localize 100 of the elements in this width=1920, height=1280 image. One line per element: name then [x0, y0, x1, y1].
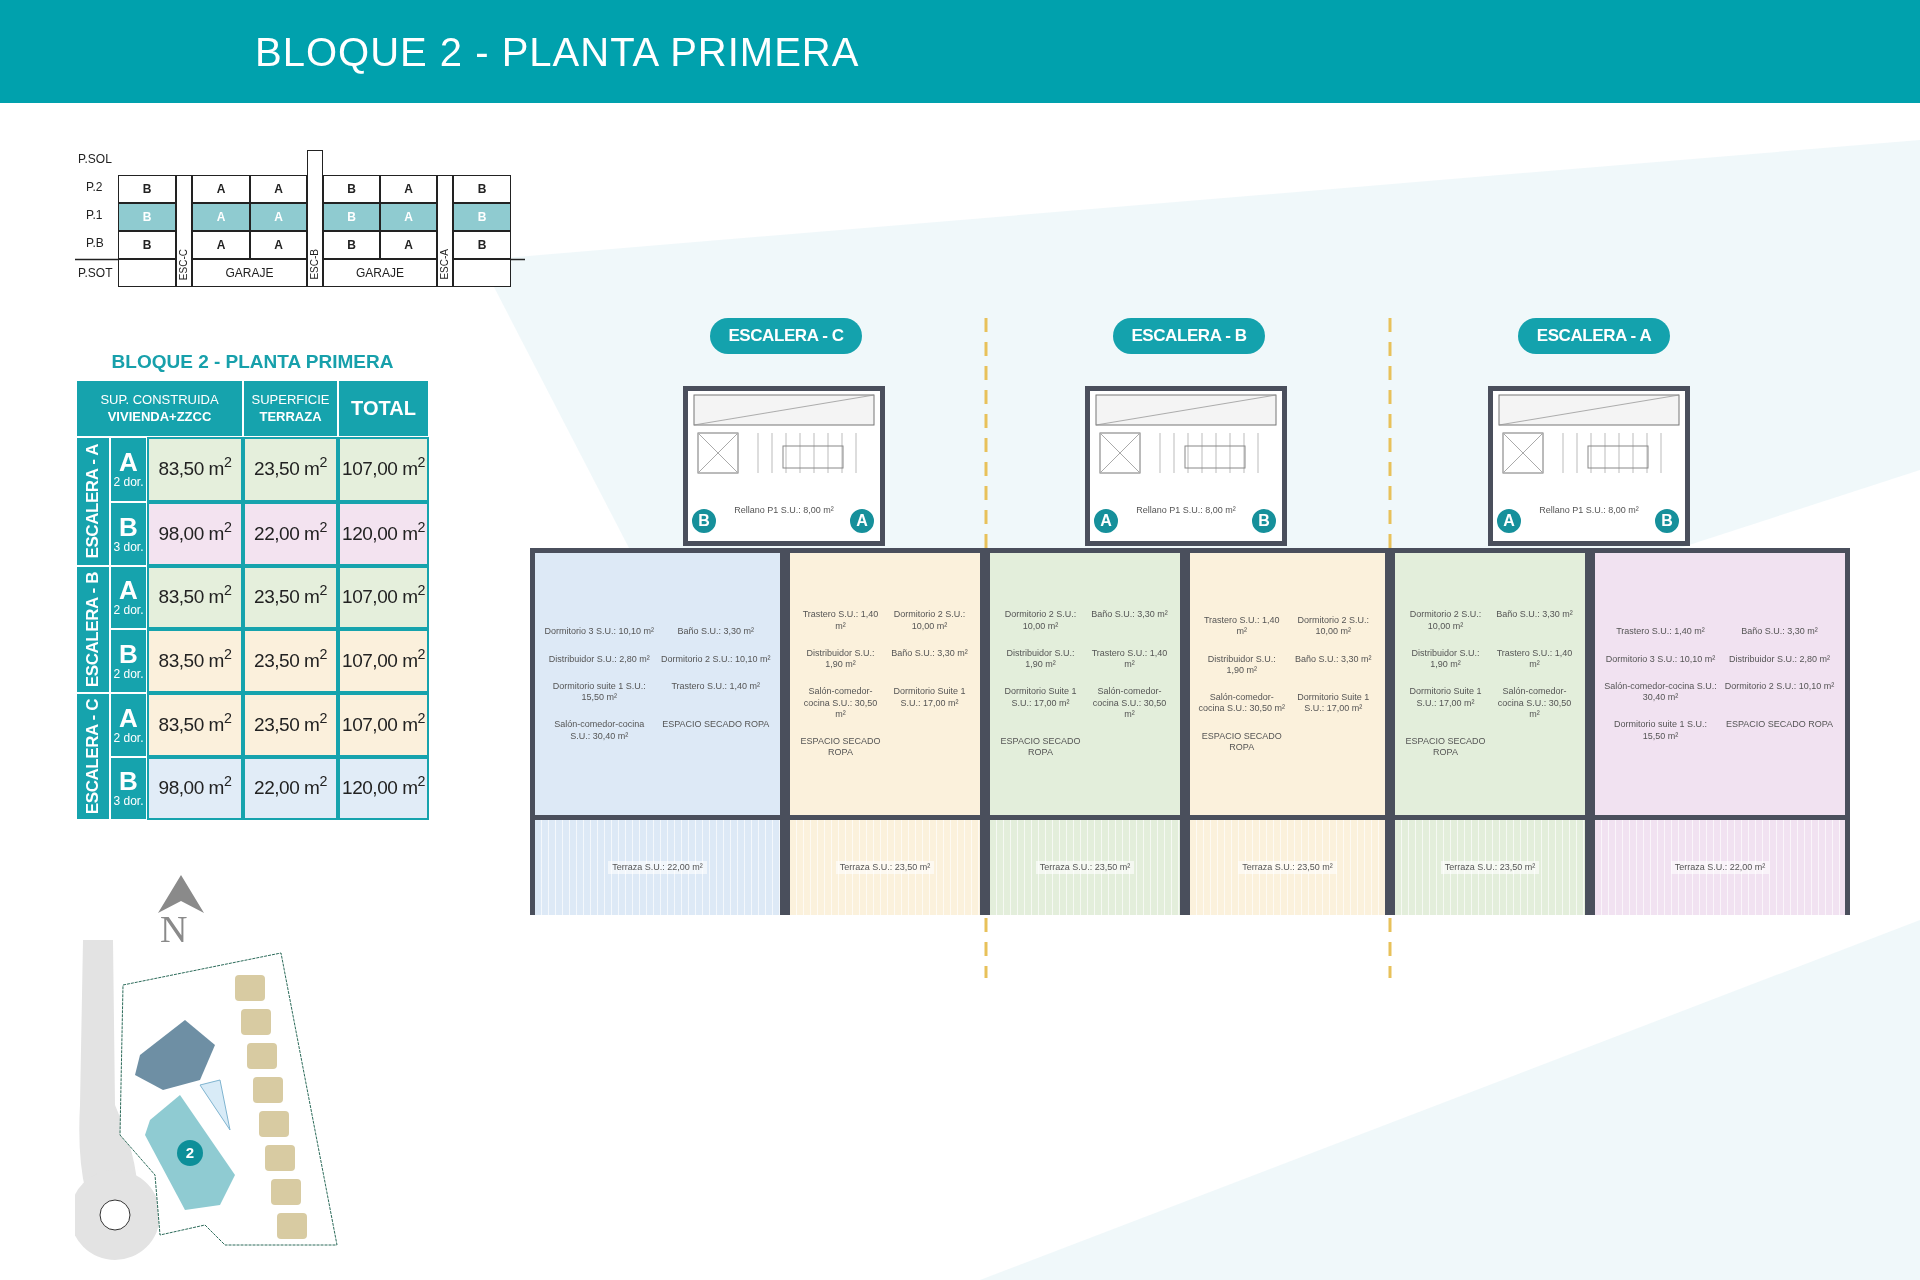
stair-column	[437, 175, 453, 287]
area-value: 120,00 m$^{2}$	[338, 502, 429, 566]
room-label: Distribuidor S.U.: 1,90 m²	[1410, 647, 1481, 671]
room-label: Salón-comedor-cocina S.U.: 30,40 m²	[553, 719, 646, 742]
staircase-badge: ESCALERA - A	[1518, 318, 1670, 354]
unit-letter: B	[119, 768, 138, 794]
section-cell: A	[250, 203, 307, 231]
room-label: Terraza S.U.: 22,00 m²	[1670, 860, 1770, 875]
area-value: 22,00 m$^{2}$	[243, 757, 338, 820]
room-label: Dormitorio 2 S.U.: 10,00 m²	[1003, 609, 1078, 632]
room-label: Dormitorio Suite 1 S.U.: 17,00 m²	[892, 686, 967, 710]
room-label: Dormitorio 2 S.U.: 10,10 m²	[1723, 680, 1836, 693]
section-cell: A	[192, 203, 250, 231]
section-cell: A	[380, 203, 437, 231]
area-value: 83,50 m$^{2}$	[147, 566, 243, 629]
section-cell: B	[118, 175, 176, 203]
room-label: Trastero S.U.: 1,40 m²	[1202, 615, 1281, 638]
section-cell: A	[250, 231, 307, 259]
room-label: ESPACIO SECADO ROPA	[1200, 730, 1283, 753]
room-label: Rellano P1 S.U.: 8,00 m²	[1539, 504, 1639, 518]
bedroom-count: 2 dor.	[113, 666, 144, 682]
area-value: 23,50 m$^{2}$	[243, 566, 338, 629]
unit-letter: A	[119, 449, 138, 475]
room-label: Salón-comedor-cocina S.U.: 30,50 m²	[1091, 686, 1168, 721]
page-title: BLOQUE 2 - PLANTA PRIMERA	[255, 28, 860, 76]
table-header: SUPERFICIE TERRAZA	[243, 380, 338, 437]
area-value: 107,00 m$^{2}$	[338, 437, 429, 502]
floor-label: P.B	[86, 235, 104, 252]
area-value: 107,00 m$^{2}$	[338, 566, 429, 629]
empty-section-box	[118, 259, 176, 287]
staircase-label: ESCALERA - C	[82, 698, 104, 815]
apartment-marker: A	[1495, 507, 1523, 535]
room-label: ESPACIO SECADO ROPA	[1724, 719, 1835, 732]
area-value: 22,00 m$^{2}$	[243, 502, 338, 566]
apartment-floor-plan	[1590, 548, 1850, 915]
room-label: Dormitorio 2 S.U.: 10,10 m²	[659, 653, 772, 665]
room-label: Salón-comedor-cocina S.U.: 30,50 m²	[1496, 686, 1573, 721]
area-value: 23,50 m$^{2}$	[243, 437, 338, 502]
room-label: Dormitorio Suite 1 S.U.: 17,00 m²	[1408, 686, 1483, 710]
room-label: Trastero S.U.: 1,40 m²	[1615, 626, 1706, 638]
apartment-marker: B	[1653, 507, 1681, 535]
room-label: Rellano P1 S.U.: 8,00 m²	[734, 504, 834, 518]
table-title: BLOQUE 2 - PLANTA PRIMERA	[110, 350, 395, 374]
room-label: Baño S.U.: 3,30 m²	[676, 626, 755, 638]
room-label: Dormitorio Suite 1 S.U.: 17,00 m²	[1003, 686, 1078, 710]
stair-core	[1488, 386, 1690, 546]
room-label: Dormitorio 3 S.U.: 10,10 m²	[543, 626, 655, 638]
bedroom-count: 3 dor.	[113, 794, 144, 809]
staircase-label: ESCALERA - A	[82, 444, 104, 559]
area-value: 83,50 m$^{2}$	[147, 437, 243, 502]
room-label: Trastero S.U.: 1,40 m²	[1090, 647, 1169, 671]
area-value: 83,50 m$^{2}$	[147, 629, 243, 693]
room-label: ESPACIO SECADO ROPA	[799, 736, 882, 759]
room-label: Dormitorio 2 S.U.: 10,00 m²	[1408, 609, 1483, 632]
unit-letter: A	[119, 704, 138, 731]
room-label: Baño S.U.: 3,30 m²	[890, 647, 969, 660]
room-label: Distribuidor S.U.: 1,90 m²	[805, 647, 876, 671]
room-label: Distribuidor S.U.: 2,80 m²	[547, 653, 651, 665]
staircase-label: ESCALERA - B	[82, 571, 104, 688]
bedroom-count: 2 dor.	[113, 603, 144, 618]
section-cell: A	[192, 231, 250, 259]
room-label: Baño S.U.: 3,30 m²	[1090, 609, 1169, 622]
staircase-badge: ESCALERA - B	[1113, 318, 1265, 354]
room-label: Salón-comedor-cocina S.U.: 30,50 m²	[1198, 692, 1286, 715]
apartment-marker: A	[848, 507, 876, 535]
room-label: Terraza S.U.: 22,00 m²	[608, 860, 707, 875]
room-label: Rellano P1 S.U.: 8,00 m²	[1136, 504, 1236, 518]
area-value: 23,50 m$^{2}$	[243, 693, 338, 757]
room-label: Trastero S.U.: 1,40 m²	[801, 609, 880, 632]
unit-letter: B	[119, 640, 138, 667]
room-label: Distribuidor S.U.: 1,90 m²	[1206, 653, 1277, 676]
area-value: 83,50 m$^{2}$	[147, 693, 243, 757]
floor-label: P.1	[86, 207, 103, 224]
apartment-floor-plan	[530, 548, 785, 915]
floor-label: P.SOL	[78, 151, 112, 168]
area-value: 120,00 m$^{2}$	[338, 757, 429, 820]
section-cell: B	[323, 175, 380, 203]
stair-column	[307, 150, 323, 287]
section-cell: B	[323, 203, 380, 231]
section-cell: A	[250, 175, 307, 203]
unit-letter: B	[119, 513, 138, 540]
section-cell: GARAJE	[192, 259, 307, 287]
stair-core	[683, 386, 885, 546]
room-label: Baño S.U.: 3,30 m²	[1740, 626, 1819, 638]
room-label: Dormitorio Suite 1 S.U.: 17,00 m²	[1296, 692, 1371, 715]
room-label: Dormitorio suite 1 S.U.: 15,50 m²	[551, 680, 647, 704]
section-cell: B	[118, 231, 176, 259]
room-label: Terraza S.U.: 23,50 m²	[1238, 860, 1337, 875]
room-label: Dormitorio 2 S.U.: 10,00 m²	[1296, 615, 1370, 638]
floor-label: P.SOT	[78, 265, 113, 282]
room-label: ESPACIO SECADO ROPA	[1404, 736, 1487, 759]
table-header: TOTAL	[338, 380, 429, 437]
section-cell: B	[453, 231, 511, 259]
bedroom-count: 2 dor.	[113, 475, 144, 490]
room-label: Baño S.U.: 3,30 m²	[1293, 653, 1373, 666]
room-label: Dormitorio 3 S.U.: 10,10 m²	[1604, 653, 1717, 665]
section-cell: A	[192, 175, 250, 203]
room-label: Dormitorio 2 S.U.: 10,00 m²	[892, 609, 967, 632]
section-cell: B	[453, 175, 511, 203]
room-label: Baño S.U.: 3,30 m²	[1495, 609, 1574, 622]
